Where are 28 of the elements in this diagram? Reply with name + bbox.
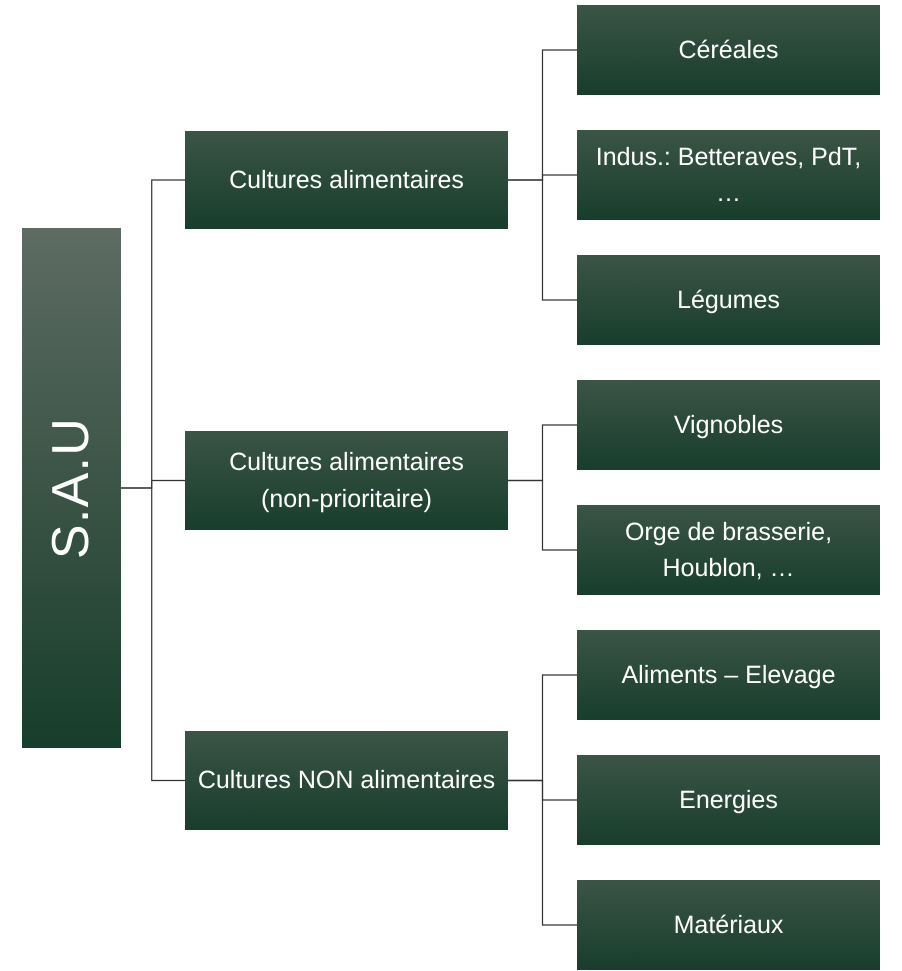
box-label: Indus.: Betteraves, PdT, …: [594, 142, 862, 209]
connector-line: [508, 780, 577, 926]
box-label: Cultures alimentaires (non-prioritaire): [228, 447, 465, 514]
box-label: Orge de brasserie, Houblon, …: [624, 516, 834, 584]
category-box: [577, 255, 880, 345]
category-box: [577, 755, 880, 845]
box-label: Cultures alimentaires: [229, 164, 464, 196]
category-box: [185, 731, 508, 830]
category-box: [577, 880, 880, 970]
category-box: [577, 5, 880, 95]
connector-line: [121, 487, 185, 782]
category-box: [185, 131, 508, 229]
box-label: Vignobles: [674, 410, 784, 441]
box-label: Energies: [679, 784, 778, 816]
box-label: Cultures NON alimentaires: [198, 765, 496, 796]
category-box: [577, 505, 880, 595]
box-label: Matériaux: [674, 910, 784, 941]
box-label: Aliments – Elevage: [621, 660, 836, 691]
category-box: [577, 380, 880, 470]
category-box: [577, 630, 880, 720]
box-label: Céréales: [678, 34, 779, 66]
box-label: Légumes: [677, 284, 780, 316]
category-box: [22, 228, 121, 748]
category-box: [577, 130, 880, 220]
connector-line: [508, 179, 577, 301]
connector-line: [508, 480, 577, 551]
category-box: [185, 431, 508, 530]
box-label: S.A.U: [42, 416, 102, 560]
